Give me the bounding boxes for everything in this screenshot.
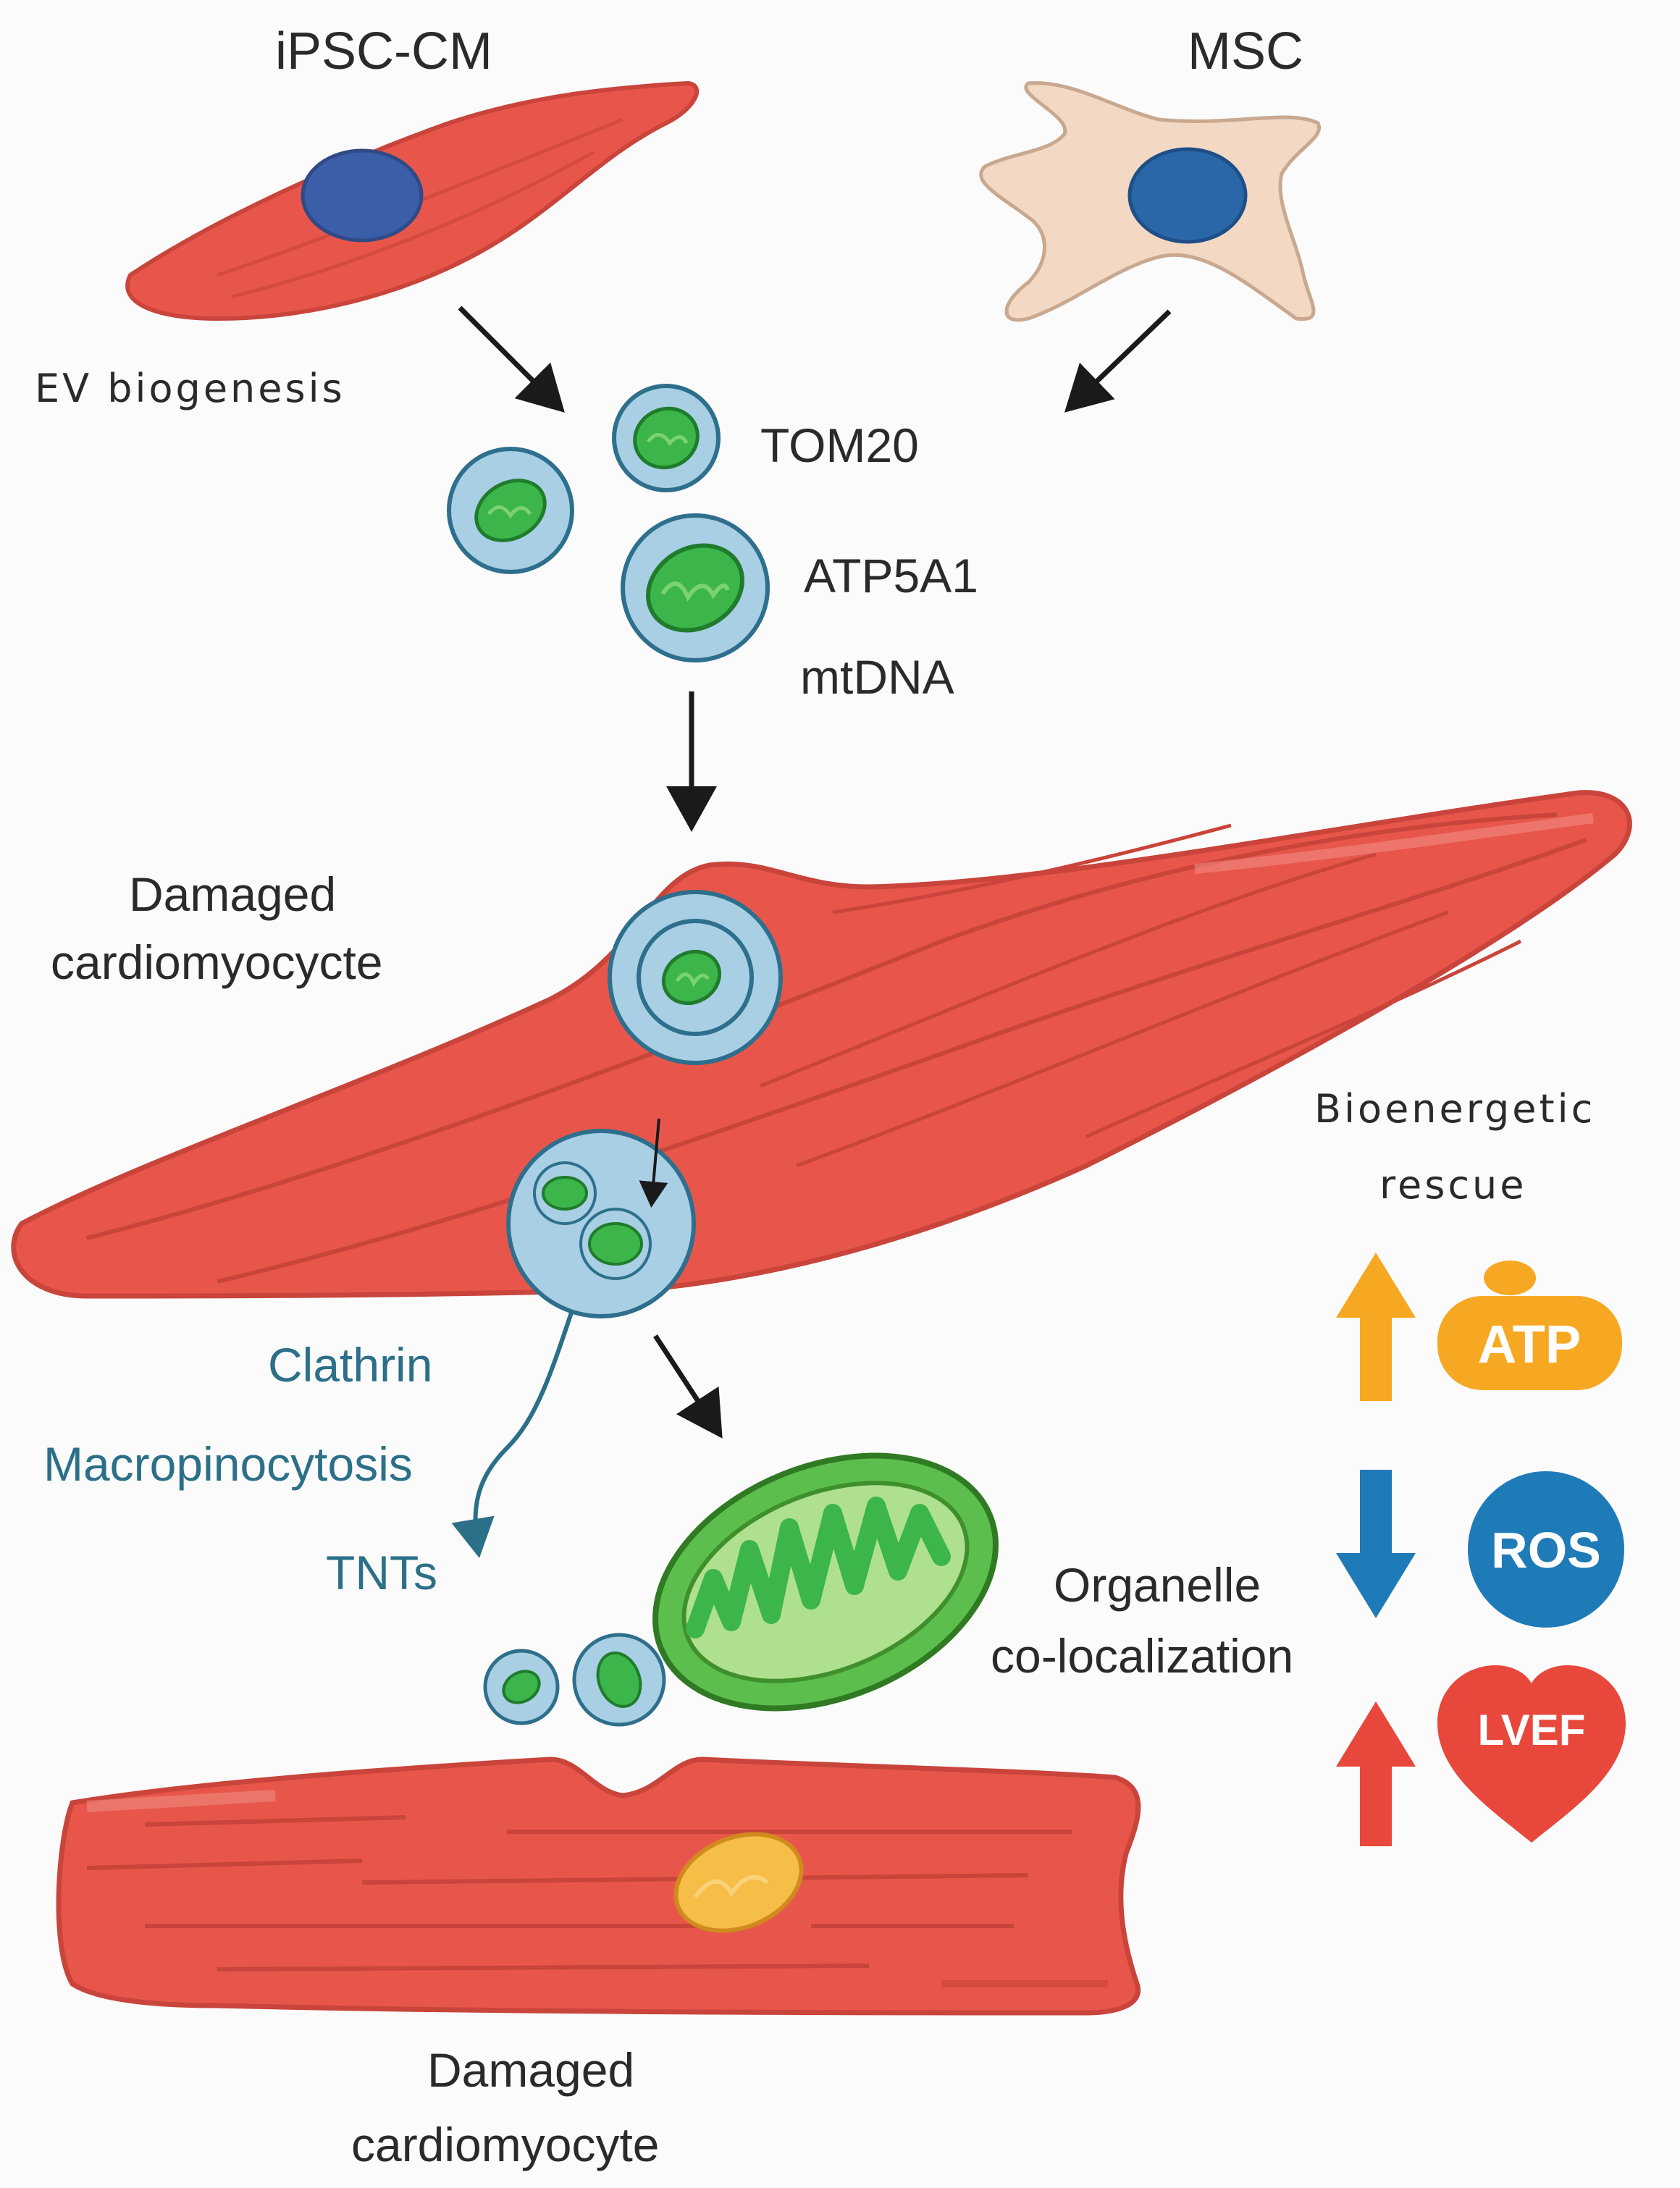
arrow-msc-to-ev bbox=[1064, 309, 1172, 413]
lvef-badge-text: LVEF bbox=[1478, 1706, 1586, 1754]
vesicle-icon bbox=[572, 1633, 666, 1727]
heart-icon: LVEF bbox=[1437, 1665, 1626, 1843]
damaged-bottom-label-1: Damaged bbox=[427, 2043, 634, 2097]
macropinocytosis-label: Macropinocytosis bbox=[43, 1437, 413, 1491]
tnts-label: TNTs bbox=[326, 1546, 437, 1599]
bioenergetic-label-2: rescue bbox=[1379, 1162, 1527, 1208]
damaged-bottom-label-2: cardiomyocyte bbox=[351, 2118, 660, 2171]
atp-badge: ATP bbox=[1437, 1261, 1622, 1390]
mitochondrion-icon bbox=[673, 1832, 804, 1933]
ev-biogenesis-label: EV biogenesis bbox=[35, 366, 345, 411]
down-arrow-icon bbox=[1336, 1470, 1416, 1618]
organelle-label-2: co-localization bbox=[991, 1629, 1293, 1683]
vesicle-icon bbox=[621, 513, 770, 662]
arrow-to-mitochondrion bbox=[653, 1334, 723, 1439]
damaged-cardiomyocyte-bottom bbox=[56, 1756, 1141, 2016]
nucleus-icon bbox=[1127, 147, 1248, 244]
organelle-label-1: Organelle bbox=[1054, 1558, 1261, 1612]
ipsc-cm-label: iPSC-CM bbox=[275, 22, 492, 80]
msc-label: MSC bbox=[1188, 22, 1303, 80]
vesicle-icon bbox=[483, 1649, 560, 1725]
vesicle-icon bbox=[612, 384, 721, 492]
up-arrow-icon bbox=[1336, 1253, 1416, 1401]
up-arrow-icon bbox=[1336, 1701, 1416, 1846]
arrow-ipsc-to-ev bbox=[458, 306, 565, 413]
ros-badge: ROS bbox=[1468, 1471, 1624, 1628]
ros-badge-text: ROS bbox=[1491, 1522, 1601, 1578]
vesicle-icon bbox=[506, 1129, 696, 1318]
arrow-internalization bbox=[639, 1118, 668, 1208]
clathrin-label: Clathrin bbox=[268, 1338, 432, 1392]
atp-badge-text: ATP bbox=[1478, 1314, 1582, 1374]
atp5a1-label: ATP5A1 bbox=[804, 549, 978, 602]
mtdna-label: mtDNA bbox=[800, 650, 954, 704]
vesicle-icon bbox=[447, 447, 574, 574]
nucleus-icon bbox=[301, 148, 424, 243]
bioenergetic-label-1: Bioenergetic bbox=[1314, 1086, 1595, 1132]
tom20-label: TOM20 bbox=[760, 418, 919, 472]
damaged-top-label-1: Damaged bbox=[129, 867, 336, 921]
msc-cell bbox=[979, 81, 1322, 322]
ipsc-cm-cell bbox=[125, 80, 700, 321]
vesicle-icon bbox=[608, 890, 783, 1065]
mitochondrion-icon bbox=[652, 1452, 999, 1712]
damaged-top-label-2: cardiomyocycte bbox=[51, 935, 383, 989]
uptake-pathway-arrow bbox=[451, 1310, 574, 1558]
